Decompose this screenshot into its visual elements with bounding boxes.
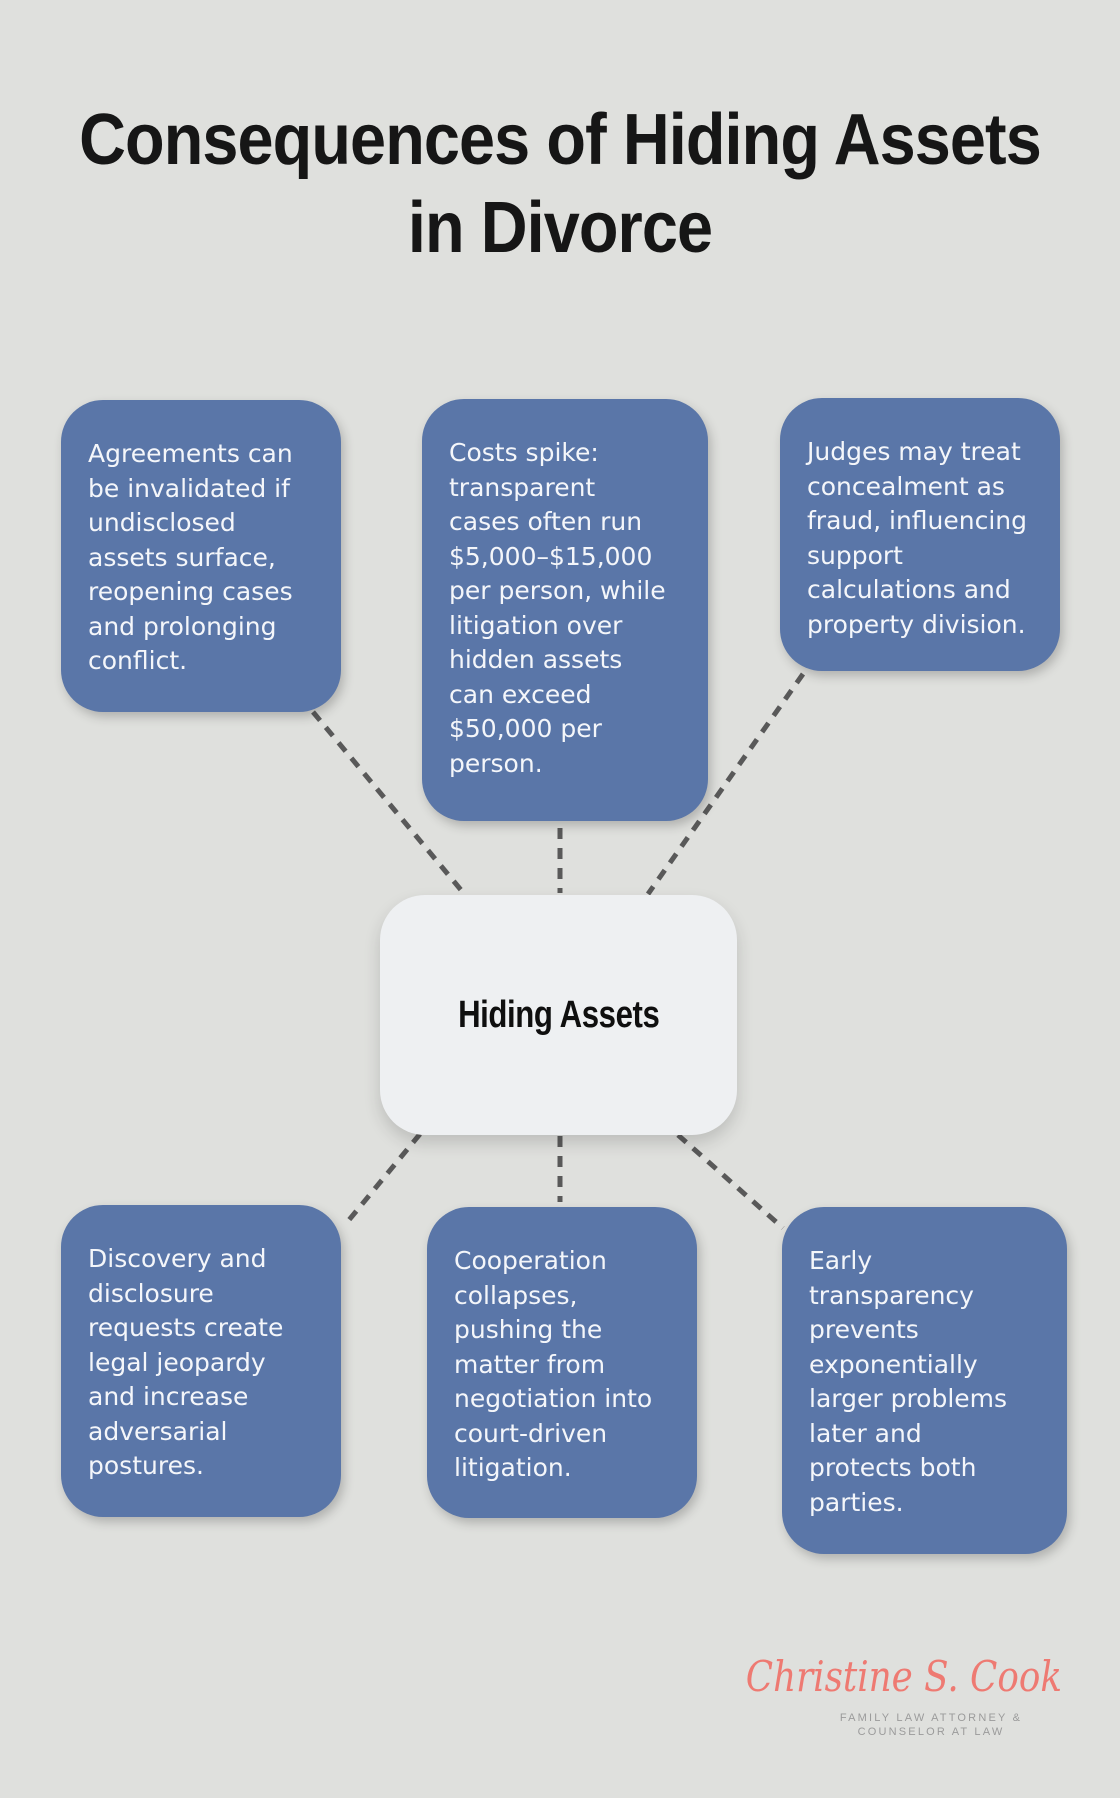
consequence-node-bottom-middle: Cooperation collapses, pushing the matte…	[427, 1207, 697, 1518]
brand-tagline: FAMILY LAW ATTORNEY & COUNSELOR AT LAW	[839, 1712, 1023, 1738]
connector-top-right	[645, 672, 806, 896]
page-title-line-2: in Divorce	[407, 188, 713, 268]
consequence-node-bottom-left: Discovery and disclosure requests create…	[61, 1205, 341, 1517]
page-title-line-1: Consequences of Hiding Assets	[79, 100, 1042, 180]
connector-bottom-left	[342, 1132, 422, 1228]
consequence-node-bottom-right: Early transparency prevents exponentiall…	[782, 1207, 1067, 1554]
central-topic-node: Hiding Assets	[380, 895, 737, 1135]
consequence-text: Early transparency prevents exponentiall…	[809, 1246, 1008, 1517]
consequence-node-top-left: Agreements can be invalidated if undiscl…	[61, 400, 341, 712]
consequence-text: Cooperation collapses, pushing the matte…	[454, 1246, 653, 1482]
consequence-text: Judges may treat concealment as fraud, i…	[807, 437, 1028, 639]
brand-signature: Christine S. Cook	[745, 1652, 1062, 1701]
consequence-node-top-right: Judges may treat concealment as fraud, i…	[780, 398, 1060, 671]
consequence-text: Costs spike: transparent cases often run…	[449, 438, 666, 778]
consequence-node-top-middle: Costs spike: transparent cases often run…	[422, 399, 708, 821]
page-title: Consequences of Hiding Assets in Divorce	[56, 96, 1064, 272]
central-topic-label: Hiding Assets	[457, 993, 660, 1036]
connector-bottom-right	[676, 1133, 785, 1230]
consequence-text: Discovery and disclosure requests create…	[88, 1244, 284, 1480]
consequence-text: Agreements can be invalidated if undiscl…	[88, 439, 293, 675]
